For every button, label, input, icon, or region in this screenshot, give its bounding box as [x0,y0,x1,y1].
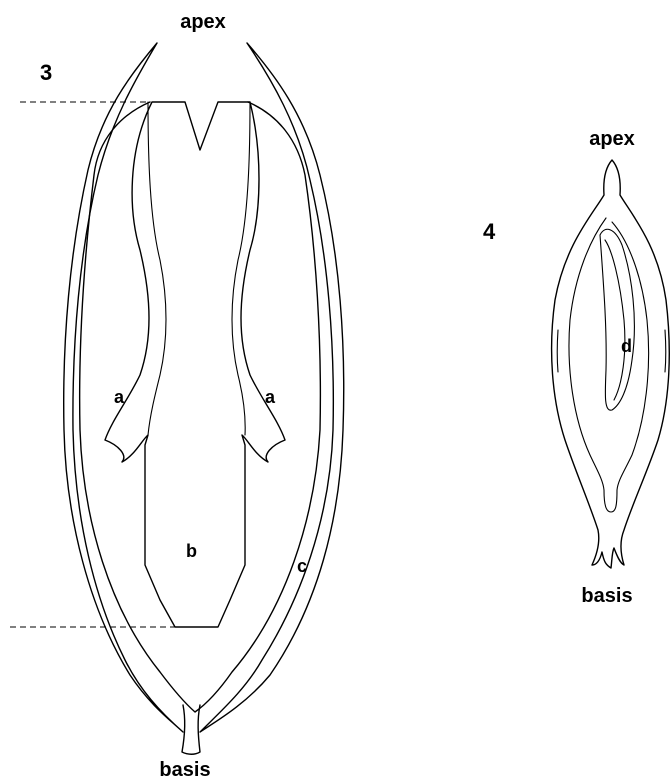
label-a-right: a [265,387,276,407]
figure-3-number: 3 [40,60,52,85]
lobe-left-inner [148,102,166,435]
label-d: d [621,336,632,356]
figure-3-basis-label: basis [159,759,210,781]
label-b: b [186,541,197,561]
label-a-left: a [114,387,125,407]
lobe-right-inner [232,102,250,435]
figure-4-structure-d-inner [605,240,625,400]
figure-3: 3 apex basis a a b c [10,11,344,781]
figure-4: 4 apex basis d [483,128,669,607]
figure-4-number: 4 [483,219,496,244]
figure-4-side-mark-left [557,330,558,372]
basal-stalk [182,705,200,754]
figure-3-apex-label: apex [180,11,226,33]
figure-4-basis-label: basis [581,585,632,607]
label-c: c [297,556,307,576]
figure-4-structure-d [600,229,634,410]
figure-4-apex-label: apex [589,128,635,150]
figure-4-side-mark-right [665,330,666,372]
figure-4-inner [569,218,649,512]
